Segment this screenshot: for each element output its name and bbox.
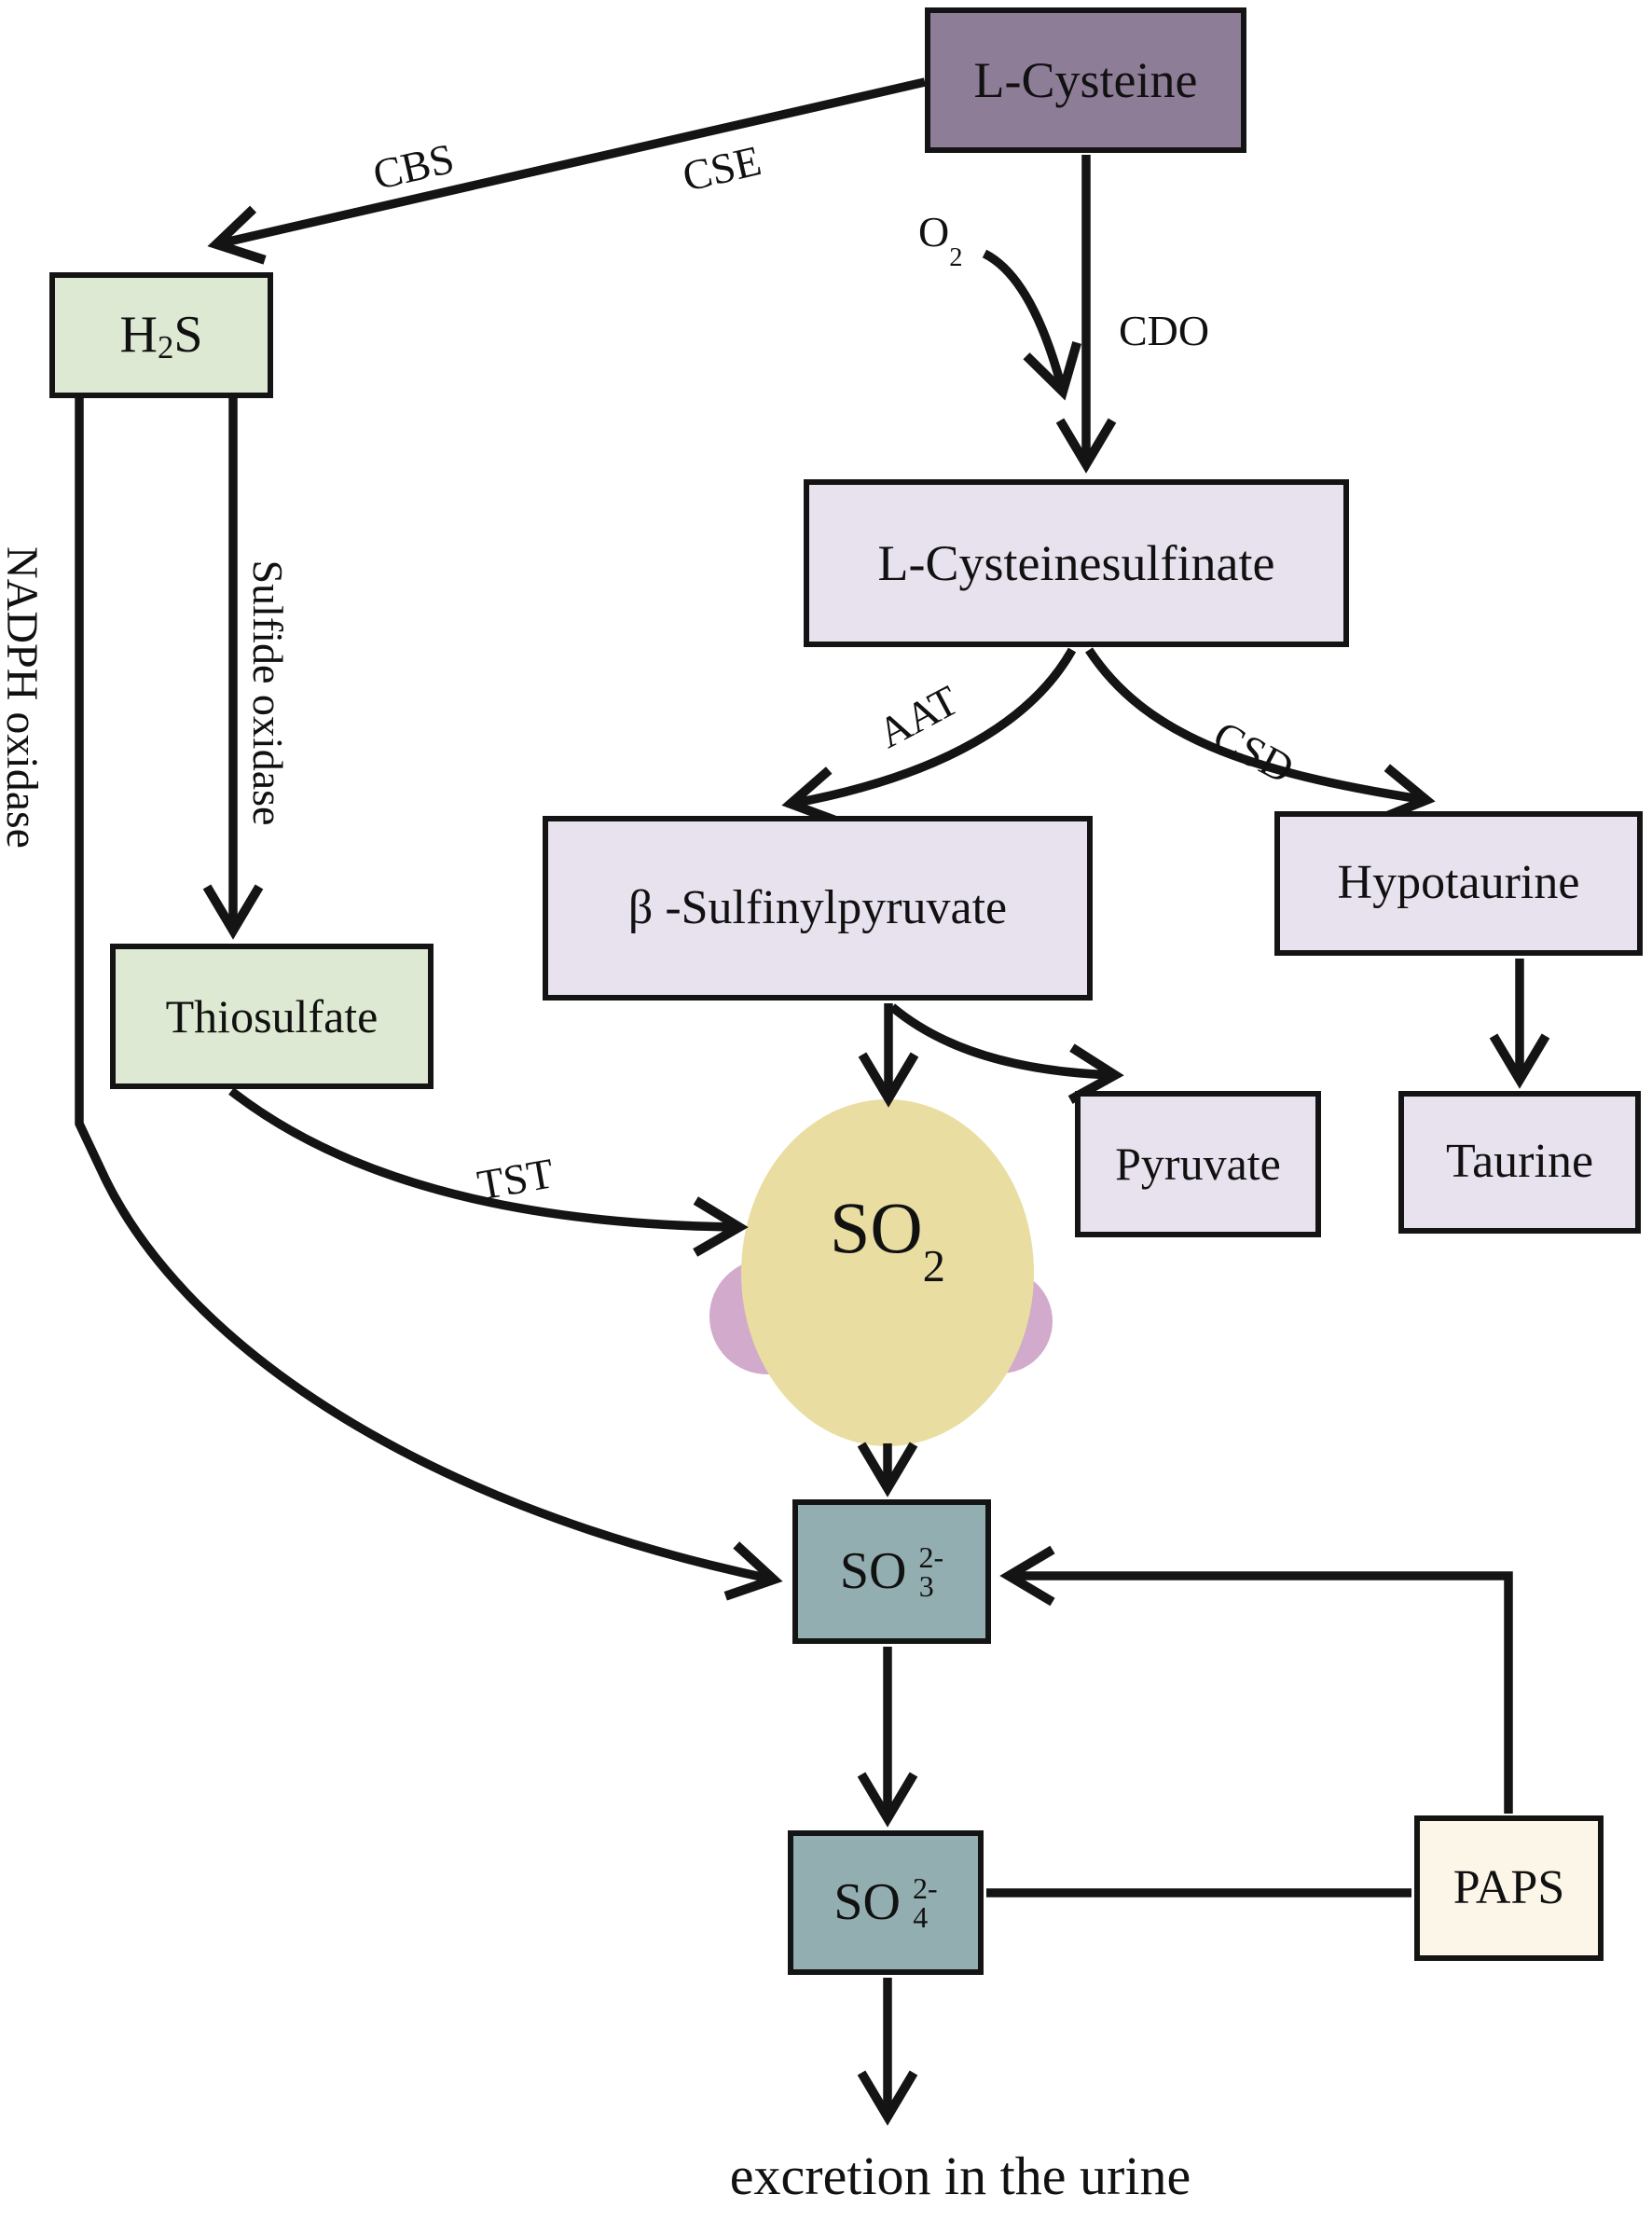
taurine-label: Taurine: [1445, 1135, 1594, 1189]
h2s-pre: H: [119, 306, 158, 365]
enzyme-cdo-label: CDO: [1119, 307, 1210, 354]
node-l-cysteine: L-Cysteine: [925, 7, 1246, 153]
sulfate-sub: 4: [913, 1899, 929, 1934]
arrow-cbs-cse: [207, 77, 927, 265]
arrow-csd: [1085, 647, 1436, 824]
arrow-tst: [228, 1087, 749, 1257]
arrow-aat: [781, 647, 1077, 826]
beta-sulfinylpyruvate-label: β -Sulfinylpyruvate: [627, 880, 1008, 934]
sulfate-base: SO: [833, 1873, 901, 1932]
node-sulfate: SO 2-4: [788, 1830, 984, 1975]
so2-sub: 2: [922, 1242, 945, 1292]
arrow-o2: [982, 249, 1081, 401]
node-l-cysteinesulfinate: L-Cysteinesulfinate: [804, 479, 1349, 647]
sulfite-sub: 3: [918, 1568, 934, 1603]
thiosulfate-label: Thiosulfate: [165, 989, 379, 1042]
arrow-paps-sulfite: [999, 1545, 1513, 1814]
l-cysteinesulfinate-label: L-Cysteinesulfinate: [877, 534, 1275, 591]
arrow-beta-pyruvate: [888, 1003, 1124, 1104]
so2-base: SO: [830, 1187, 923, 1268]
hypotaurine-label: Hypotaurine: [1337, 856, 1580, 910]
sulfate-sup: 2-: [912, 1871, 938, 1906]
pyruvate-label: Pyruvate: [1115, 1138, 1281, 1191]
arrow-nadph-oxidase: [75, 398, 783, 1601]
h2s-post: S: [173, 306, 203, 365]
excretion-text: excretion in the urine: [729, 2146, 1191, 2206]
enzyme-sulfide-oxidase-label: Sulfide oxidase: [244, 559, 292, 826]
sulfite-sup: 2-: [918, 1540, 944, 1575]
node-beta-sulfinylpyruvate: β -Sulfinylpyruvate: [543, 816, 1093, 1001]
reactant-o2-label: O2: [918, 208, 963, 273]
so2-circle: [741, 1099, 1034, 1446]
node-hypotaurine: Hypotaurine: [1274, 811, 1643, 956]
paps-label: PAPS: [1452, 1860, 1565, 1914]
node-paps: PAPS: [1414, 1815, 1604, 1961]
node-pyruvate: Pyruvate: [1075, 1091, 1321, 1237]
node-sulfite: SO 2-3: [792, 1499, 991, 1644]
node-thiosulfate: Thiosulfate: [110, 944, 434, 1089]
sulfite-base: SO: [839, 1542, 907, 1601]
node-taurine: Taurine: [1398, 1091, 1641, 1234]
so2-label: SO2: [794, 1186, 981, 1290]
l-cysteine-label: L-Cysteine: [973, 51, 1198, 108]
enzyme-nadph-oxidase-label: NADPH oxidase: [0, 546, 47, 849]
